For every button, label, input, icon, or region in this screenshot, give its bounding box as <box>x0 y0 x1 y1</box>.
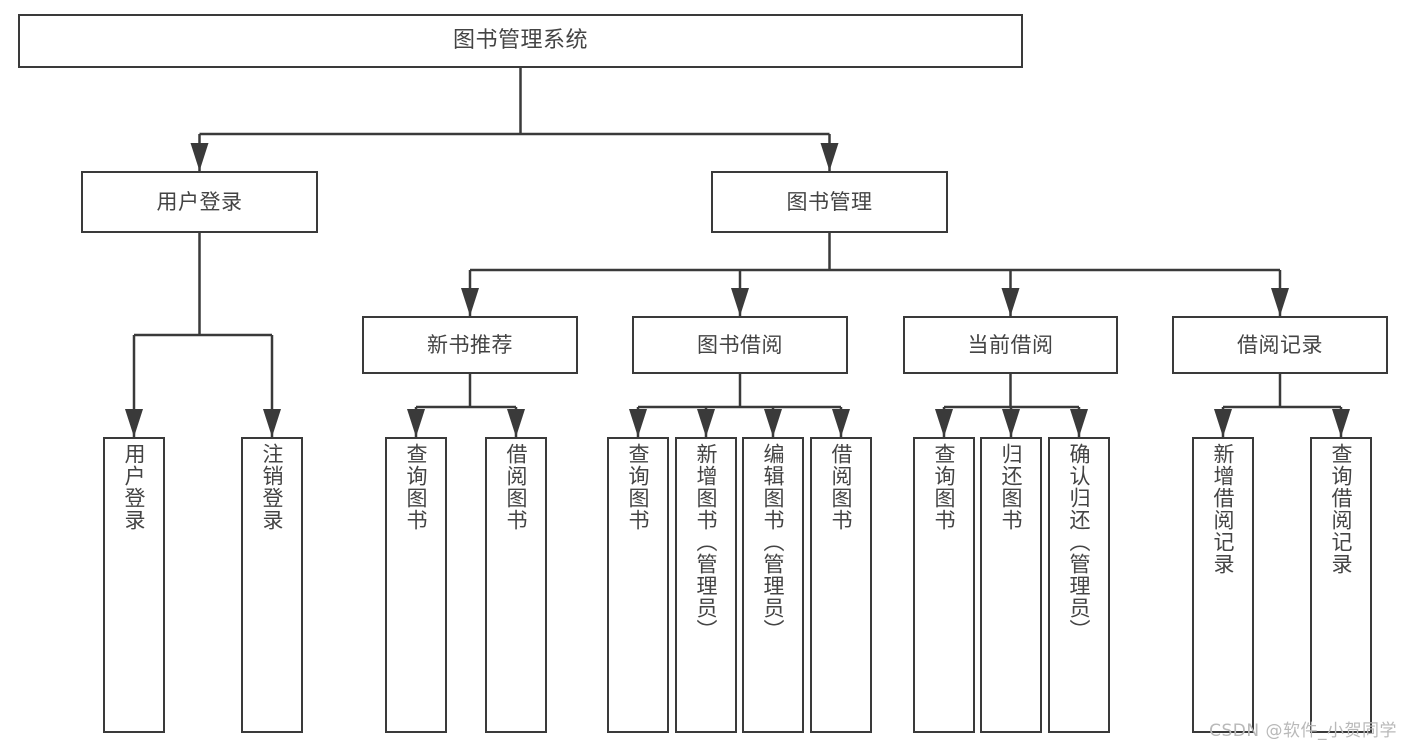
node-leaf-query-book-2[interactable]: 查询图书 <box>607 437 669 733</box>
node-label: 借阅图书 <box>504 443 529 531</box>
node-root[interactable]: 图书管理系统 <box>18 14 1023 68</box>
arrowhead-current-borrow <box>1001 288 1020 316</box>
node-label: 查询图书 <box>626 443 651 531</box>
arrowhead-leaf-borrow-book-1 <box>507 409 525 437</box>
node-label: 当前借阅 <box>967 332 1054 357</box>
node-label: 查询图书 <box>404 443 429 531</box>
node-label: 新书推荐 <box>427 332 513 357</box>
arrowhead-leaf-query-book-1 <box>407 409 425 437</box>
arrowhead-leaf-edit-book <box>764 409 782 437</box>
node-leaf-confirm-return[interactable]: 确认归还（管理员） <box>1048 437 1110 733</box>
arrowhead-leaf-add-record <box>1214 409 1232 437</box>
node-label: 新增借阅记录 <box>1211 443 1236 575</box>
node-label: 编辑图书（管理员） <box>761 443 786 641</box>
node-leaf-query-book-3[interactable]: 查询图书 <box>913 437 975 733</box>
arrowhead-book-manage <box>820 143 839 171</box>
node-leaf-add-record[interactable]: 新增借阅记录 <box>1192 437 1254 733</box>
node-leaf-user-login[interactable]: 用户登录 <box>103 437 165 733</box>
arrowhead-leaf-logout <box>263 409 281 437</box>
node-label: 用户登录 <box>122 443 147 531</box>
arrowhead-leaf-query-record <box>1332 409 1350 437</box>
node-new-book-rec[interactable]: 新书推荐 <box>362 316 578 374</box>
node-label: 图书管理 <box>786 189 873 214</box>
arrowhead-leaf-add-book <box>697 409 715 437</box>
node-label: 确认归还（管理员） <box>1067 443 1092 641</box>
node-book-borrow[interactable]: 图书借阅 <box>632 316 848 374</box>
node-label: 图书管理系统 <box>452 28 588 54</box>
arrowhead-book-borrow <box>731 288 749 316</box>
node-leaf-query-book-1[interactable]: 查询图书 <box>385 437 447 733</box>
arrowhead-user-login <box>190 143 209 171</box>
node-label: 借阅图书 <box>829 443 854 531</box>
node-label: 注销登录 <box>260 443 285 531</box>
node-leaf-borrow-book-2[interactable]: 借阅图书 <box>810 437 872 733</box>
node-leaf-add-book[interactable]: 新增图书（管理员） <box>675 437 737 733</box>
watermark: CSDN @软件_小贺同学 <box>1209 721 1397 741</box>
node-label: 新增图书（管理员） <box>694 443 719 641</box>
arrowhead-borrow-record <box>1271 288 1289 316</box>
node-leaf-logout[interactable]: 注销登录 <box>241 437 303 733</box>
node-current-borrow[interactable]: 当前借阅 <box>903 316 1118 374</box>
node-leaf-return-book[interactable]: 归还图书 <box>980 437 1042 733</box>
node-user-login[interactable]: 用户登录 <box>81 171 318 233</box>
arrowhead-leaf-query-book-3 <box>935 409 953 437</box>
node-label: 借阅记录 <box>1237 332 1323 357</box>
node-leaf-query-record[interactable]: 查询借阅记录 <box>1310 437 1372 733</box>
node-label: 查询借阅记录 <box>1329 443 1354 575</box>
node-leaf-borrow-book-1[interactable]: 借阅图书 <box>485 437 547 733</box>
node-label: 用户登录 <box>156 189 243 214</box>
arrowhead-leaf-confirm-return <box>1070 409 1088 437</box>
node-borrow-record[interactable]: 借阅记录 <box>1172 316 1388 374</box>
node-book-manage[interactable]: 图书管理 <box>711 171 948 233</box>
node-label: 归还图书 <box>999 443 1024 531</box>
arrowhead-leaf-user-login <box>125 409 143 437</box>
arrowhead-leaf-query-book-2 <box>629 409 647 437</box>
arrowhead-leaf-return-book <box>1002 409 1020 437</box>
arrowhead-new-book-rec <box>461 288 479 316</box>
node-leaf-edit-book[interactable]: 编辑图书（管理员） <box>742 437 804 733</box>
node-label: 图书借阅 <box>697 332 783 357</box>
arrowhead-leaf-borrow-book-2 <box>832 409 850 437</box>
node-label: 查询图书 <box>932 443 957 531</box>
